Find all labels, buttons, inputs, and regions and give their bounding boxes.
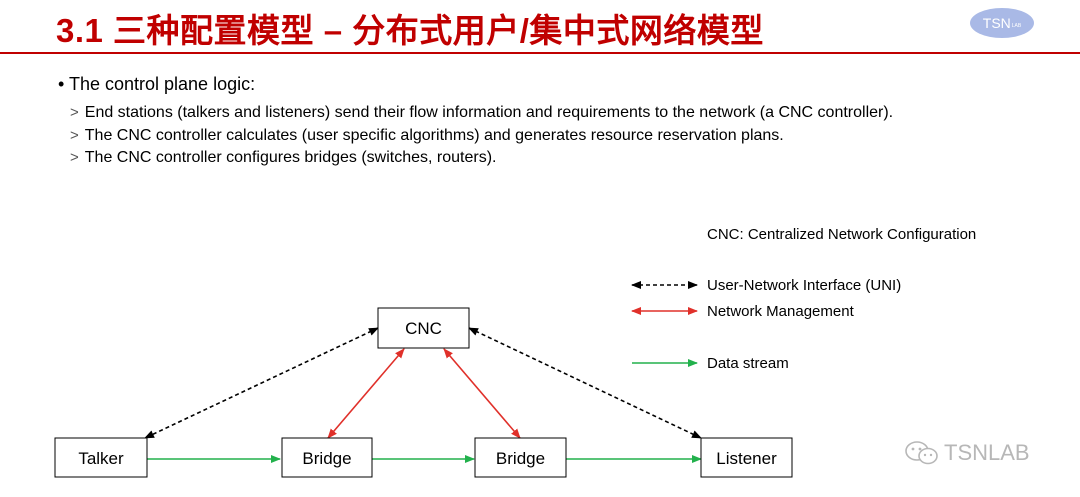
sub-item: > The CNC controller configures bridges (… [70,149,496,167]
sub-item-text: The CNC controller configures bridges (s… [84,149,497,166]
logo-text: TSN [982,15,1011,31]
main-bullet: • The control plane logic: [58,74,256,94]
legend-data-label: Data stream [707,355,789,372]
listener-node-label: Listener [716,449,777,468]
cnc-node-label: CNC [405,319,442,338]
title-divider [0,52,1080,54]
talker-node: Talker [54,437,148,478]
chevron-right-icon: > [70,149,79,166]
talker-node-label: Talker [78,449,124,468]
uni-link-listener [468,327,702,439]
bridge-node-1-label: Bridge [302,449,351,468]
sub-item: > End stations (talkers and listeners) se… [70,104,893,122]
bridge-node-2-label: Bridge [496,449,545,468]
bridge-node-2: Bridge [474,437,567,478]
bridge-node-1: Bridge [281,437,373,478]
logo-suffix: LAB [1011,22,1022,29]
main-bullet-text: The control plane logic: [68,74,256,94]
chevron-right-icon: > [70,104,79,121]
uni-link-talker [144,327,379,439]
chevron-right-icon: > [70,127,79,144]
watermark-text: TSNLAB [944,440,1030,465]
sub-item: > The CNC controller calculates (user spe… [70,127,784,145]
page-title: 3.1 三种配置模型 – 分布式用户/集中式网络模型 [56,12,764,49]
sub-item-text: End stations (talkers and listeners) sen… [84,104,894,121]
legend-management-label: Network Management [707,303,854,320]
management-link-bridge2 [443,348,521,439]
legend-uni-label: User-Network Interface (UNI) [707,277,902,294]
management-link-bridge1 [327,348,405,439]
chat-bubbles-icon [905,441,938,465]
cnc-definition: CNC: Centralized Network Configuration [707,226,977,243]
sub-item-text: The CNC controller calculates (user spec… [84,127,784,144]
watermark: TSNLAB [904,440,1030,466]
listener-node: Listener [700,437,793,478]
cnc-node: CNC [377,307,470,349]
